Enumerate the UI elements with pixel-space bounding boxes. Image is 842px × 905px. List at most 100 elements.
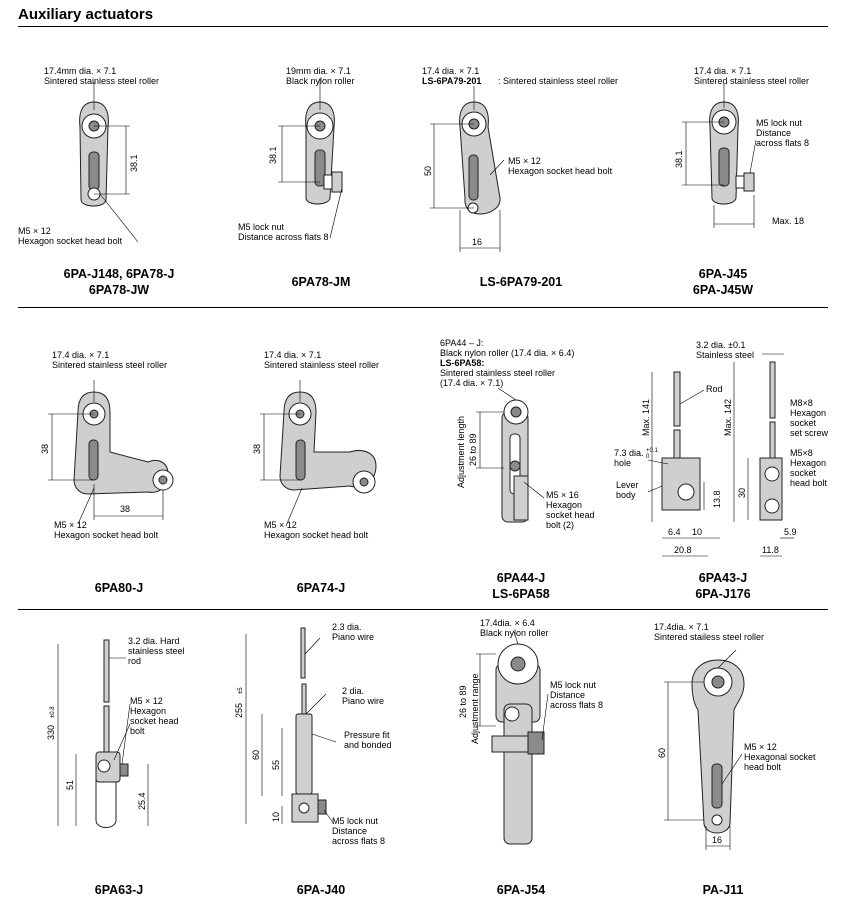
dimension-label: Adjustment length bbox=[456, 416, 466, 488]
dimension-label: Max. 18 bbox=[772, 216, 804, 226]
note-line: Hexagon socket head bolt bbox=[54, 530, 159, 540]
note-line: Hexagon socket head bolt bbox=[508, 166, 613, 176]
note-line: bolt bbox=[130, 726, 145, 736]
note-line: Black nylon roller bbox=[286, 76, 355, 86]
note-line: body bbox=[616, 490, 636, 500]
note-line: Piano wire bbox=[342, 696, 384, 706]
note-line: set screw bbox=[790, 428, 829, 438]
actuator-ls-6pa79-201: 17.4 dia. × 7.1 LS-6PA79-201 : Sintered … bbox=[420, 30, 622, 320]
note-line: Distance bbox=[332, 826, 367, 836]
note-line: Sintered stainless steel roller bbox=[440, 368, 555, 378]
note-line: Black nylon roller bbox=[480, 628, 549, 638]
dimension-label: 10 bbox=[271, 812, 281, 822]
note-line: 6PA44 – J: bbox=[440, 338, 483, 348]
dimension-label: 20.8 bbox=[674, 545, 692, 555]
note-line: M5 × 16 bbox=[546, 490, 579, 500]
note-line: 3.2 dia. ±0.1 bbox=[696, 340, 745, 350]
note-line: M5 × 12 bbox=[508, 156, 541, 166]
actuator-drawing: 17.4 dia. × 7.1 Sintered stainless steel… bbox=[252, 350, 379, 540]
dimension-label: 26 to 89 bbox=[458, 685, 468, 718]
note-line: Hexagon bbox=[546, 500, 582, 510]
note-line: rod bbox=[128, 656, 141, 666]
dimension-label: 38.1 bbox=[129, 154, 139, 172]
note-line: M5 × 12 bbox=[130, 696, 163, 706]
dimension-label: 38 bbox=[40, 444, 50, 454]
note-line: Hexagonal socket bbox=[744, 752, 816, 762]
dimension-label: 30 bbox=[737, 488, 747, 498]
note-line: Sintered stailess steel roller bbox=[654, 632, 764, 642]
model-label: 6PA-J54 bbox=[496, 883, 546, 897]
actuator-6pa74-j: 17.4 dia. × 7.1 Sintered stainless steel… bbox=[220, 312, 422, 602]
actuator-6pa-j40: 2.3 dia. Piano wire 2 dia. Piano wire Pr… bbox=[220, 614, 422, 904]
dimension-label: 5.9 bbox=[784, 527, 797, 537]
note-line: Hexagon bbox=[790, 458, 826, 468]
note-line: Distance across flats 8 bbox=[238, 232, 329, 242]
note-line: Rod bbox=[706, 384, 723, 394]
note-line: Black nylon roller (17.4 dia. × 6.4) bbox=[440, 348, 574, 358]
note-line: Hexagon bbox=[790, 408, 826, 418]
note-line: Pressure fit bbox=[344, 730, 390, 740]
note-line: M5 × 12 bbox=[744, 742, 777, 752]
actuator-drawing: 19mm dia. × 7.1 Black nylon roller M5 lo… bbox=[238, 66, 355, 242]
dimension-label: Max. 141 bbox=[641, 399, 651, 436]
actuator-6pa-j45: 17.4 dia. × 7.1 Sintered stainless steel… bbox=[622, 30, 824, 320]
note-line: Distance bbox=[550, 690, 585, 700]
dimension-label: 60 bbox=[657, 748, 667, 758]
note-line: M5 × 12 bbox=[264, 520, 297, 530]
note-line: 17.4 dia. × 7.1 bbox=[264, 350, 321, 360]
note-line: 2.3 dia. bbox=[332, 622, 362, 632]
title-rule bbox=[18, 26, 828, 27]
actuator-drawing: 17.4dia. × 6.4 Black nylon roller M5 loc… bbox=[458, 618, 603, 845]
row-divider-1 bbox=[18, 307, 828, 308]
note-line: socket head bbox=[130, 716, 179, 726]
model-label: 6PA78-JM bbox=[291, 275, 351, 289]
dimension-label: 60 bbox=[251, 750, 261, 760]
note-line: M5 lock nut bbox=[756, 118, 803, 128]
note-line: Hexagon socket head bolt bbox=[264, 530, 369, 540]
note-line: Hexagon bbox=[130, 706, 166, 716]
actuator-drawing: 17.4 dia. × 7.1 Sintered stainless steel… bbox=[40, 350, 174, 540]
actuator-drawing: 17.4 dia. × 7.1 Sintered stainless steel… bbox=[674, 66, 809, 228]
note-line: Lever bbox=[616, 480, 639, 490]
note-line: LS-6PA79-201 bbox=[422, 76, 481, 86]
note-line: M5 × 12 bbox=[54, 520, 87, 530]
actuator-6pa63-j: 3.2 dia. Hard stainless steel rod M5 × 1… bbox=[18, 614, 220, 904]
row-divider-2 bbox=[18, 609, 828, 610]
note-line: 3.2 dia. Hard bbox=[128, 636, 180, 646]
note-line: Sintered stainless steel roller bbox=[52, 360, 167, 370]
note-line: Stainless steel bbox=[696, 350, 754, 360]
actuator-pa-j11: 17.4dia. × 7.1 Sintered stailess steel r… bbox=[622, 614, 824, 904]
note-line: across flats 8 bbox=[550, 700, 603, 710]
note-line: head bolt bbox=[790, 478, 828, 488]
dimension-label: 25.4 bbox=[137, 792, 147, 810]
actuator-6pa43-j: 3.2 dia. ±0.1 Stainless steel Rod 7.3 di… bbox=[614, 312, 829, 602]
dimension-label: 50 bbox=[423, 166, 433, 176]
note-line: (17.4 dia. × 7.1) bbox=[440, 378, 503, 388]
model-label: 6PA63-J bbox=[94, 883, 144, 897]
actuator-drawing: 17.4dia. × 7.1 Sintered stailess steel r… bbox=[654, 622, 816, 850]
note-line: M5 lock nut bbox=[550, 680, 597, 690]
dimension-label: 26 to 89 bbox=[468, 433, 478, 466]
actuator-drawing: 17.4mm dia. × 7.1 Sintered stainless ste… bbox=[18, 66, 159, 246]
note-line: Sintered stainless steel roller bbox=[694, 76, 809, 86]
actuator-drawing: 17.4 dia. × 7.1 LS-6PA79-201 : Sintered … bbox=[422, 66, 618, 252]
dimension-label: 38.1 bbox=[268, 146, 278, 164]
note-line: +0.1 bbox=[646, 448, 659, 454]
model-label: 6PA44-J LS-6PA58 bbox=[492, 571, 550, 601]
note-line: Distance bbox=[756, 128, 791, 138]
note-line: socket bbox=[790, 418, 817, 428]
note-line: socket bbox=[790, 468, 817, 478]
dimension-label: 255 bbox=[234, 703, 244, 718]
model-label: 6PA43-J 6PA-J176 bbox=[695, 571, 751, 601]
actuator-6pa-j148: 17.4mm dia. × 7.1 Sintered stainless ste… bbox=[18, 30, 220, 320]
note-line: across flats 8 bbox=[756, 138, 809, 148]
actuator-drawing: 3.2 dia. ±0.1 Stainless steel Rod 7.3 di… bbox=[614, 340, 829, 557]
dimension-label: 330 bbox=[46, 725, 56, 740]
note-line: M5 lock nut bbox=[238, 222, 285, 232]
note-line: 7.3 dia. bbox=[614, 448, 644, 458]
note-line: socket head bbox=[546, 510, 595, 520]
dimension-label: 16 bbox=[472, 237, 482, 247]
dimension-label: 51 bbox=[65, 780, 75, 790]
note-line: M5 lock nut bbox=[332, 816, 379, 826]
actuator-6pa-j54: 17.4dia. × 6.4 Black nylon roller M5 loc… bbox=[420, 614, 622, 904]
